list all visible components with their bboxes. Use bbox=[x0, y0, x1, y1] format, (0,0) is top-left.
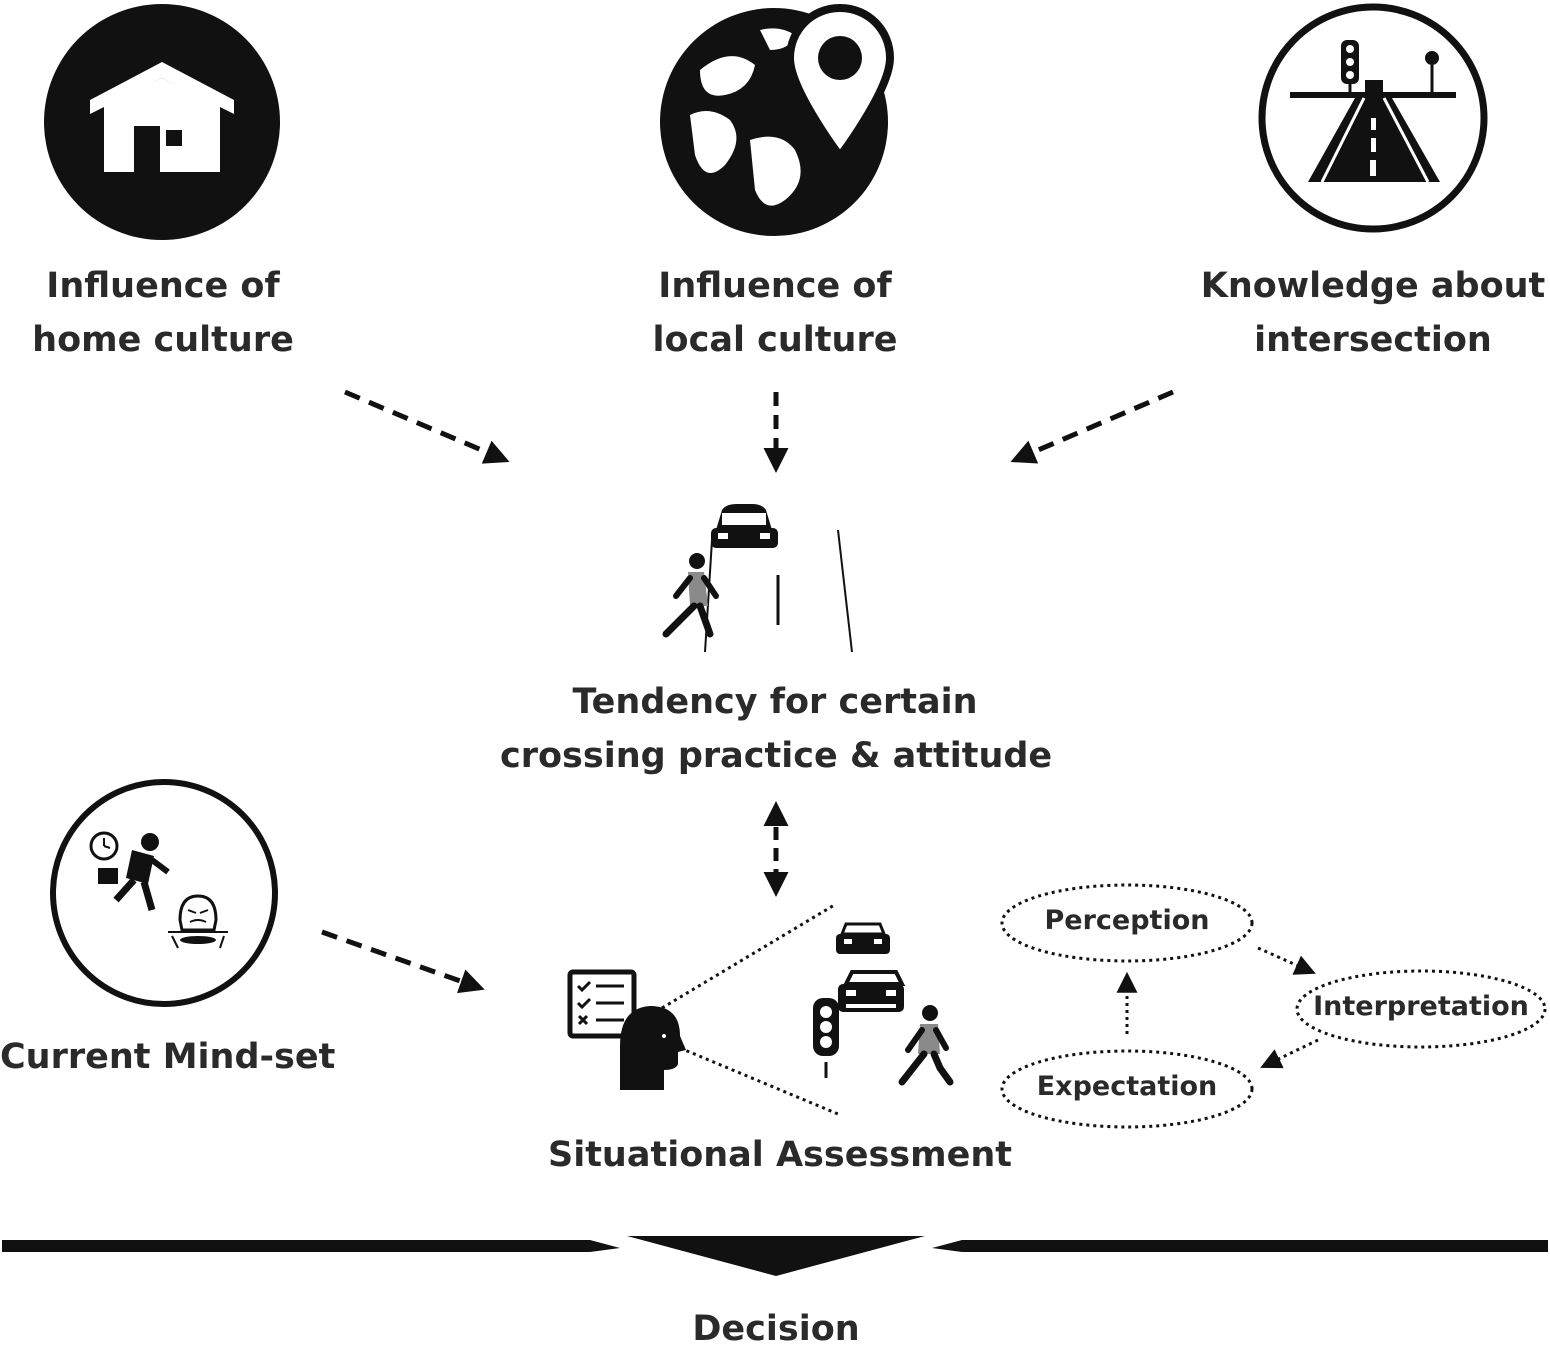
decision-bar bbox=[2, 1236, 1548, 1276]
perception-label: Perception bbox=[1044, 905, 1210, 936]
arrow-interpretation-to-expectation bbox=[1260, 1038, 1319, 1069]
arrow-perception-to-interpretation bbox=[1257, 946, 1316, 975]
expectation-label: Expectation bbox=[1036, 1071, 1218, 1102]
arrow-home-to-tendency bbox=[344, 389, 510, 464]
local-culture-line1: Influence of bbox=[658, 266, 892, 306]
home-culture-line2: home culture bbox=[32, 320, 294, 360]
tendency-line2: crossing practice & attitude bbox=[500, 736, 1053, 776]
pedestrian-crossing-road-icon bbox=[662, 504, 853, 653]
intersection-knowledge-line1: Knowledge about bbox=[1200, 266, 1546, 306]
sight-line-lower bbox=[679, 1046, 839, 1116]
home-culture-label: Influence of home culture bbox=[32, 259, 294, 367]
local-culture-line2: local culture bbox=[652, 320, 898, 360]
home-culture-line1: Influence of bbox=[46, 266, 280, 306]
mindset-label: Current Mind-set bbox=[0, 1037, 336, 1077]
road-intersection-icon bbox=[1258, 3, 1488, 233]
head-checklist-icon bbox=[567, 969, 686, 1090]
intersection-knowledge-line2: intersection bbox=[1254, 320, 1492, 360]
situational-assessment-label: Situational Assessment bbox=[548, 1135, 1012, 1175]
expectation-oval bbox=[1000, 1049, 1254, 1129]
traffic-scene-icon bbox=[813, 922, 954, 1086]
interpretation-oval bbox=[1295, 969, 1547, 1049]
local-culture-label: Influence of local culture bbox=[644, 259, 906, 367]
globe-location-pin-icon bbox=[660, 3, 895, 236]
decision-label: Decision bbox=[692, 1309, 860, 1349]
arrow-mindset-to-situational bbox=[321, 929, 485, 994]
tendency-line1: Tendency for certain bbox=[572, 682, 978, 722]
sight-line-upper bbox=[661, 902, 837, 1010]
hurried-person-icon bbox=[50, 779, 278, 1007]
tendency-label: Tendency for certain crossing practice &… bbox=[500, 675, 1053, 783]
house-icon bbox=[44, 4, 280, 240]
intersection-knowledge-label: Knowledge about intersection bbox=[1198, 259, 1548, 367]
arrow-knowledge-to-tendency bbox=[1010, 389, 1174, 464]
interpretation-label: Interpretation bbox=[1313, 991, 1529, 1022]
perception-oval bbox=[1000, 883, 1254, 963]
